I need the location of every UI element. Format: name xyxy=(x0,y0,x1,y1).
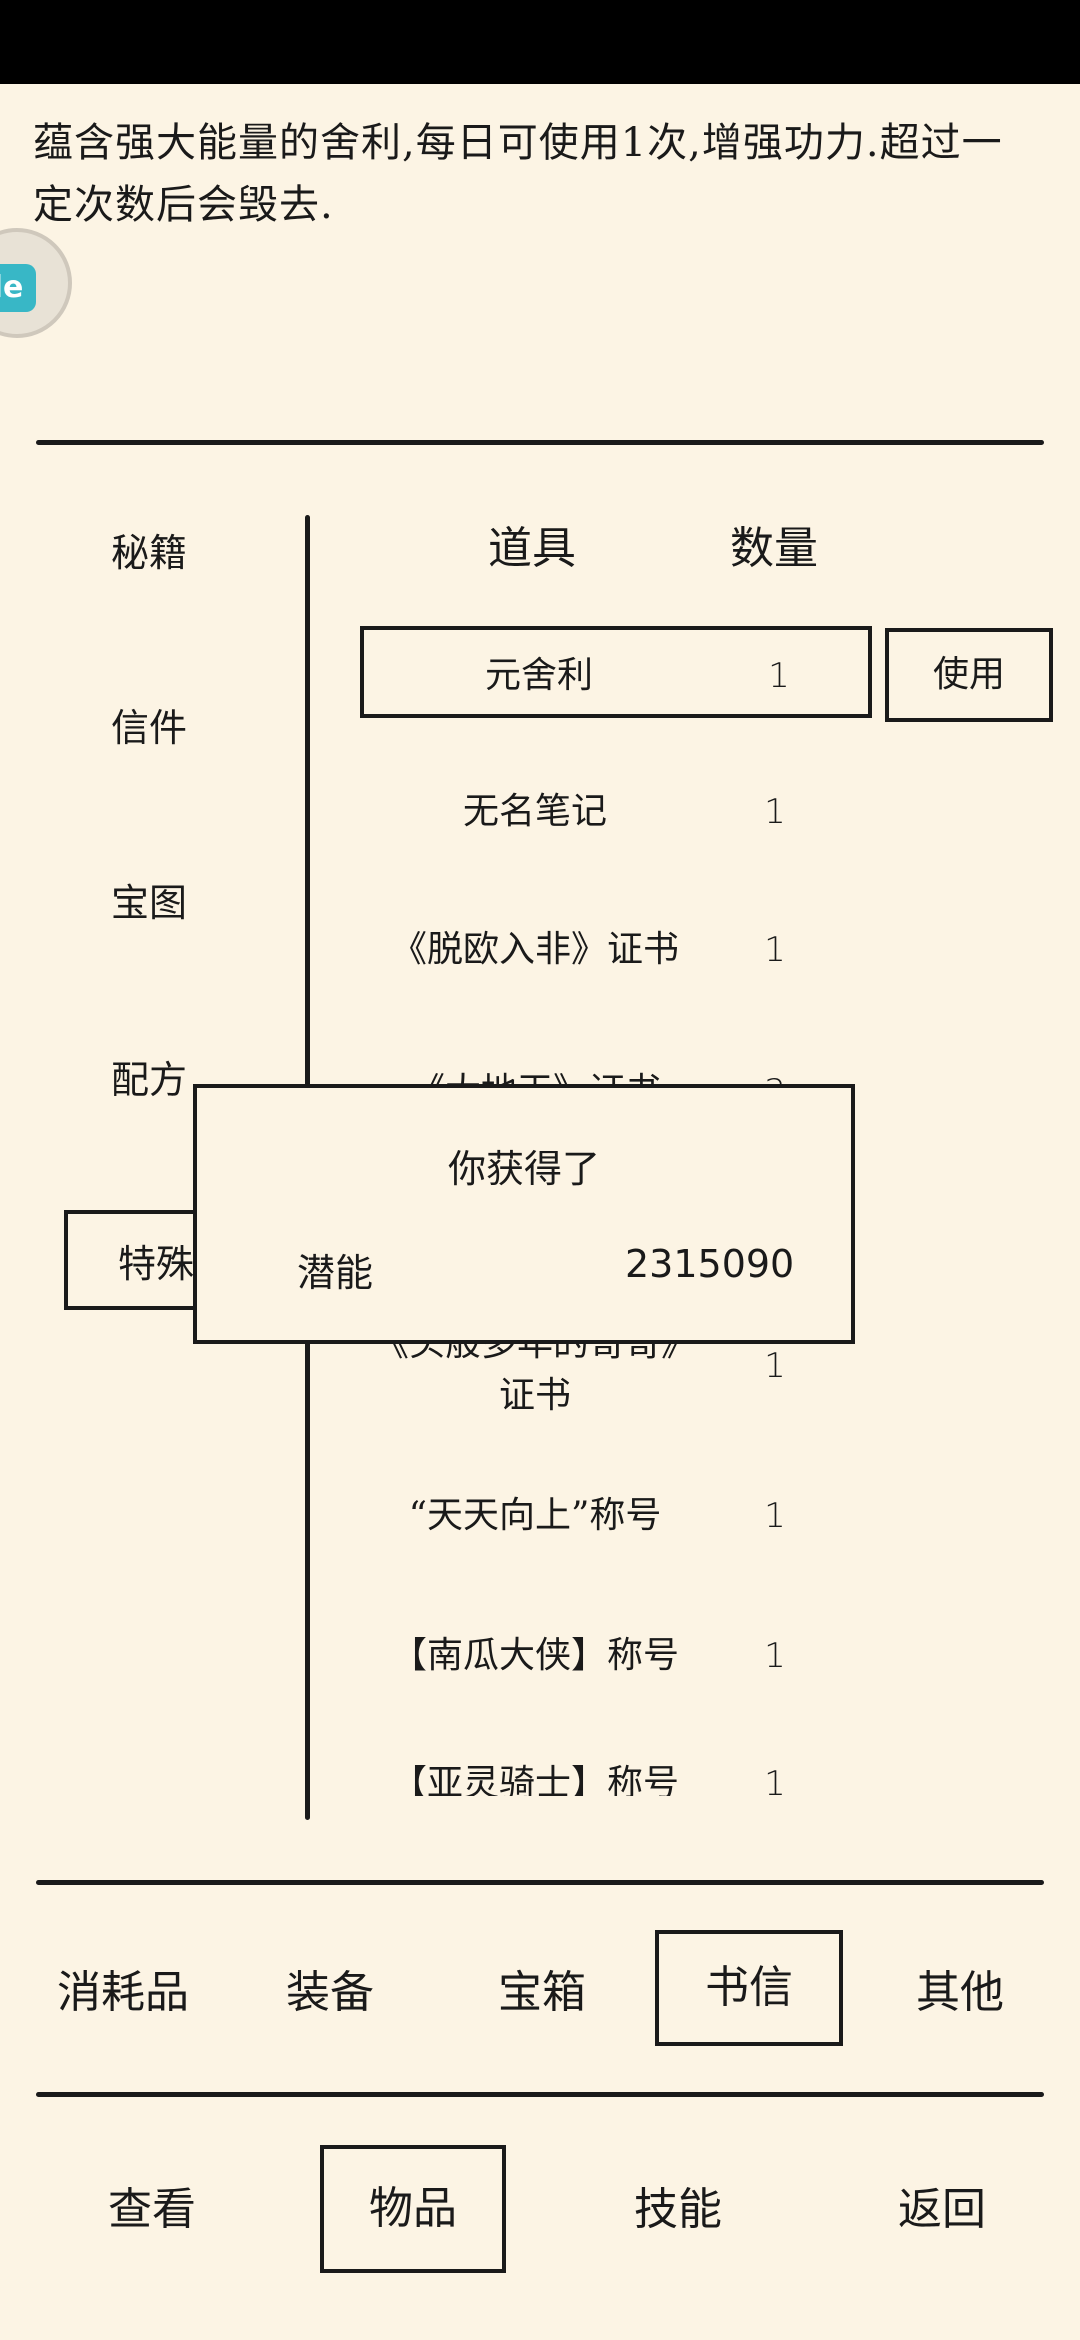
category-xinjian[interactable]: 信件 xyxy=(110,706,187,750)
item-row[interactable]: 无名笔记 1 xyxy=(360,766,870,858)
divider-bottom xyxy=(36,2092,1044,2097)
item-qty: 1 xyxy=(764,1346,786,1386)
item-name: “天天向上”称号 xyxy=(408,1495,662,1536)
tab-others[interactable]: 其他 xyxy=(916,1967,1004,2018)
item-qty: 1 xyxy=(764,1764,786,1796)
item-name-line2: 证书 xyxy=(498,1375,571,1416)
item-name: 《脱欧入非》证书 xyxy=(390,929,679,970)
divider-top xyxy=(36,440,1044,445)
tab-chests[interactable]: 宝箱 xyxy=(498,1967,586,2018)
popup-reward-name: 潜能 xyxy=(297,1251,374,1295)
item-qty: 1 xyxy=(768,656,790,696)
item-description: 蕴含强大能量的舍利,每日可使用1次,增强功力.超过一定次数后会毁去. xyxy=(33,120,1003,228)
popup-title: 你获得了 xyxy=(447,1147,600,1191)
item-qty: 1 xyxy=(764,792,786,832)
item-qty: 1 xyxy=(764,1636,786,1676)
nav-back[interactable]: 返回 xyxy=(898,2184,986,2235)
nav-items[interactable]: 物品 xyxy=(320,2145,506,2273)
use-button[interactable]: 使用 xyxy=(885,628,1053,722)
category-peifang[interactable]: 配方 xyxy=(110,1058,187,1102)
item-row[interactable]: 【亚灵骑士】称号 1 xyxy=(360,1760,870,1796)
item-qty: 1 xyxy=(764,930,786,970)
category-teshu[interactable]: 特殊 xyxy=(64,1210,294,1310)
item-name: 元舍利 xyxy=(484,655,593,696)
item-qty: 1 xyxy=(764,1496,786,1536)
column-header-qty: 数量 xyxy=(730,523,818,574)
floating-assistant-button[interactable]: le xyxy=(0,228,72,338)
item-row[interactable]: 【南瓜大侠】称号 1 xyxy=(360,1610,870,1702)
nav-view[interactable]: 查看 xyxy=(108,2184,196,2235)
nav-skills[interactable]: 技能 xyxy=(634,2184,722,2235)
divider-middle xyxy=(36,1880,1044,1885)
tab-letters[interactable]: 书信 xyxy=(655,1930,843,2046)
tab-consumables[interactable]: 消耗品 xyxy=(57,1967,189,2018)
item-row-selected[interactable]: 元舍利 1 xyxy=(360,626,872,718)
item-row[interactable]: 《脱欧入非》证书 1 xyxy=(360,904,870,996)
item-row[interactable]: “天天向上”称号 1 xyxy=(360,1470,870,1562)
item-name: 【亚灵骑士】称号 xyxy=(390,1763,679,1796)
item-name: 【南瓜大侠】称号 xyxy=(390,1635,679,1676)
category-miji[interactable]: 秘籍 xyxy=(110,531,187,575)
tab-equipment[interactable]: 装备 xyxy=(286,1967,374,2018)
column-header-item: 道具 xyxy=(488,523,576,574)
reward-popup[interactable]: 你获得了 潜能 2315090 xyxy=(193,1084,855,1344)
status-bar xyxy=(0,0,1080,84)
category-baotu[interactable]: 宝图 xyxy=(110,881,187,925)
assistant-icon: le xyxy=(0,264,36,312)
popup-reward-value: 2315090 xyxy=(625,1242,795,1286)
item-name: 无名笔记 xyxy=(462,791,607,832)
